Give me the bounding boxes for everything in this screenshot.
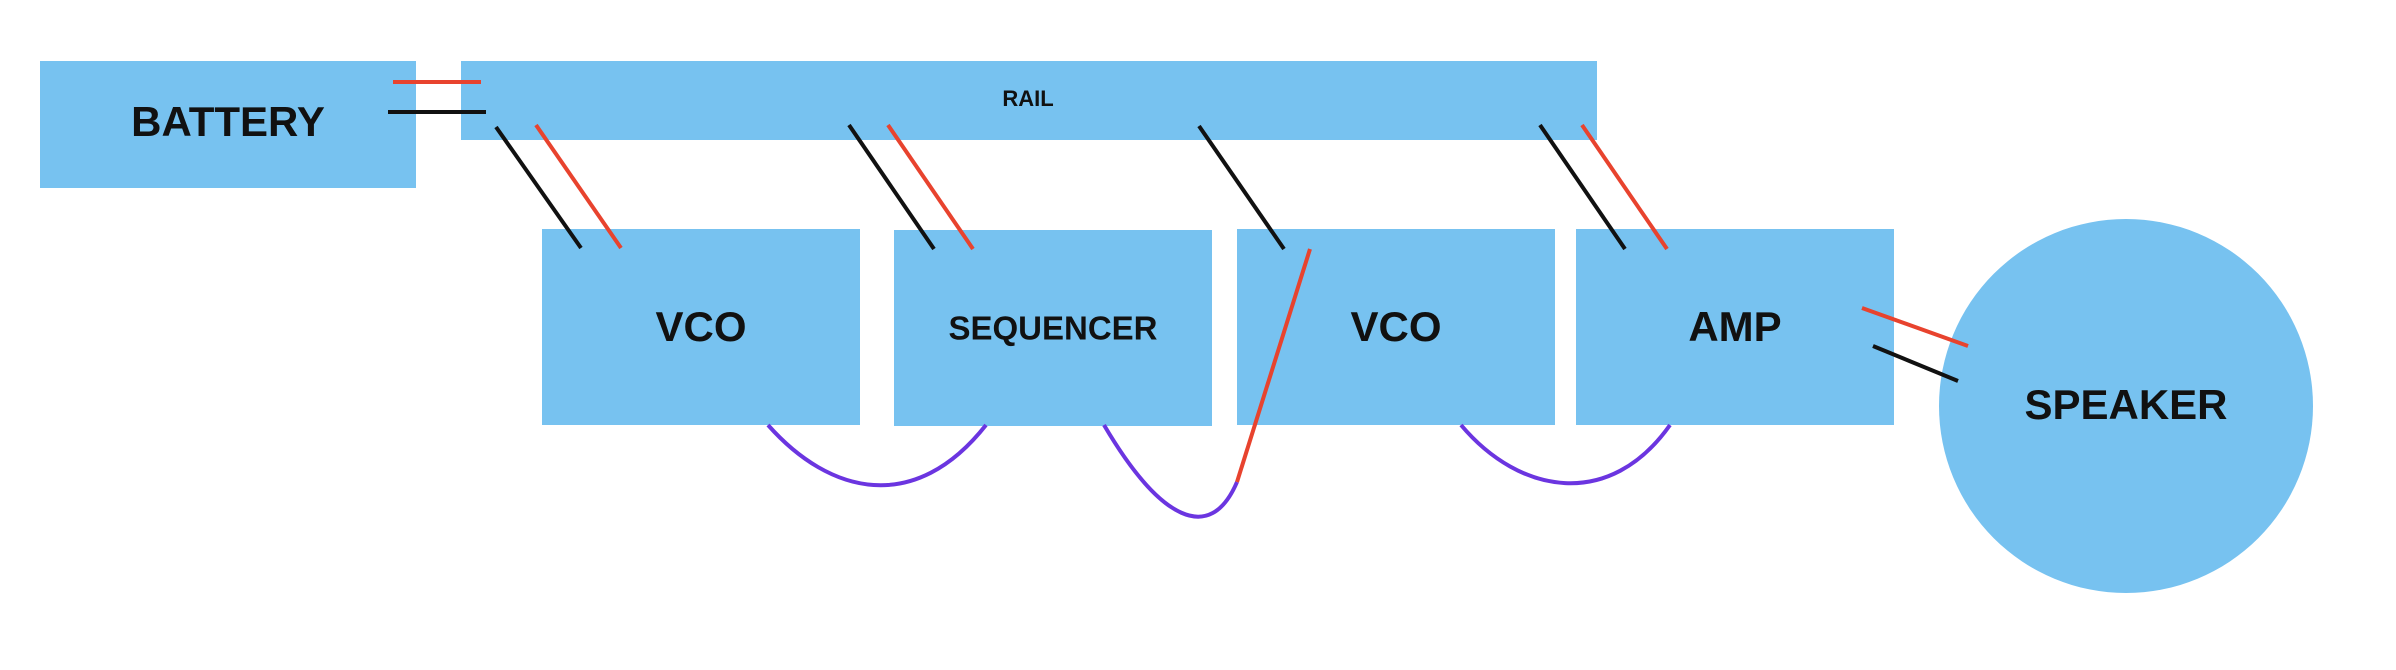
sequencer-module: SEQUENCER bbox=[894, 230, 1212, 426]
rail-box bbox=[461, 61, 1597, 140]
rail-sequencer-positive-wire bbox=[886, 123, 975, 251]
vco-module-1: VCO bbox=[542, 229, 860, 425]
patch-cable-vco1-sequencer bbox=[766, 423, 988, 488]
amp-label: AMP bbox=[1688, 303, 1781, 350]
rail-vco1-positive-wire bbox=[534, 123, 623, 250]
sequencer-label: SEQUENCER bbox=[948, 310, 1157, 347]
amp-module: AMP bbox=[1576, 229, 1894, 425]
vco-2-box bbox=[1237, 229, 1555, 425]
sequencer-box bbox=[894, 230, 1212, 426]
vco-1-box bbox=[542, 229, 860, 425]
vco2-signal-wire bbox=[1235, 248, 1312, 483]
vco-2-label: VCO bbox=[1350, 303, 1441, 350]
rail-sequencer-negative-wire bbox=[847, 123, 936, 251]
amp-speaker-negative-wire bbox=[1872, 344, 1959, 383]
rail-vco1-negative-wire bbox=[494, 125, 583, 250]
rail-module: RAIL bbox=[461, 61, 1597, 140]
vco-module-2: VCO bbox=[1237, 229, 1555, 425]
rail-label: RAIL bbox=[1002, 86, 1053, 111]
speaker-label: SPEAKER bbox=[2024, 381, 2227, 428]
battery-label: BATTERY bbox=[131, 98, 325, 145]
battery-module: BATTERY bbox=[40, 61, 416, 188]
battery-box bbox=[40, 61, 416, 188]
speaker-module: SPEAKER bbox=[1939, 219, 2313, 593]
amp-box bbox=[1576, 229, 1894, 425]
patch-cable-sequencer-vco2 bbox=[1102, 423, 1239, 519]
vco-1-label: VCO bbox=[655, 303, 746, 350]
amp-speaker-positive-wire bbox=[1861, 306, 1969, 348]
speaker-circle bbox=[1939, 219, 2313, 593]
rail-vco2-negative-wire bbox=[1197, 124, 1286, 251]
patch-cable-vco2-amp bbox=[1459, 423, 1672, 486]
rail-amp-positive-wire bbox=[1580, 123, 1669, 251]
rail-amp-negative-wire bbox=[1538, 123, 1627, 251]
